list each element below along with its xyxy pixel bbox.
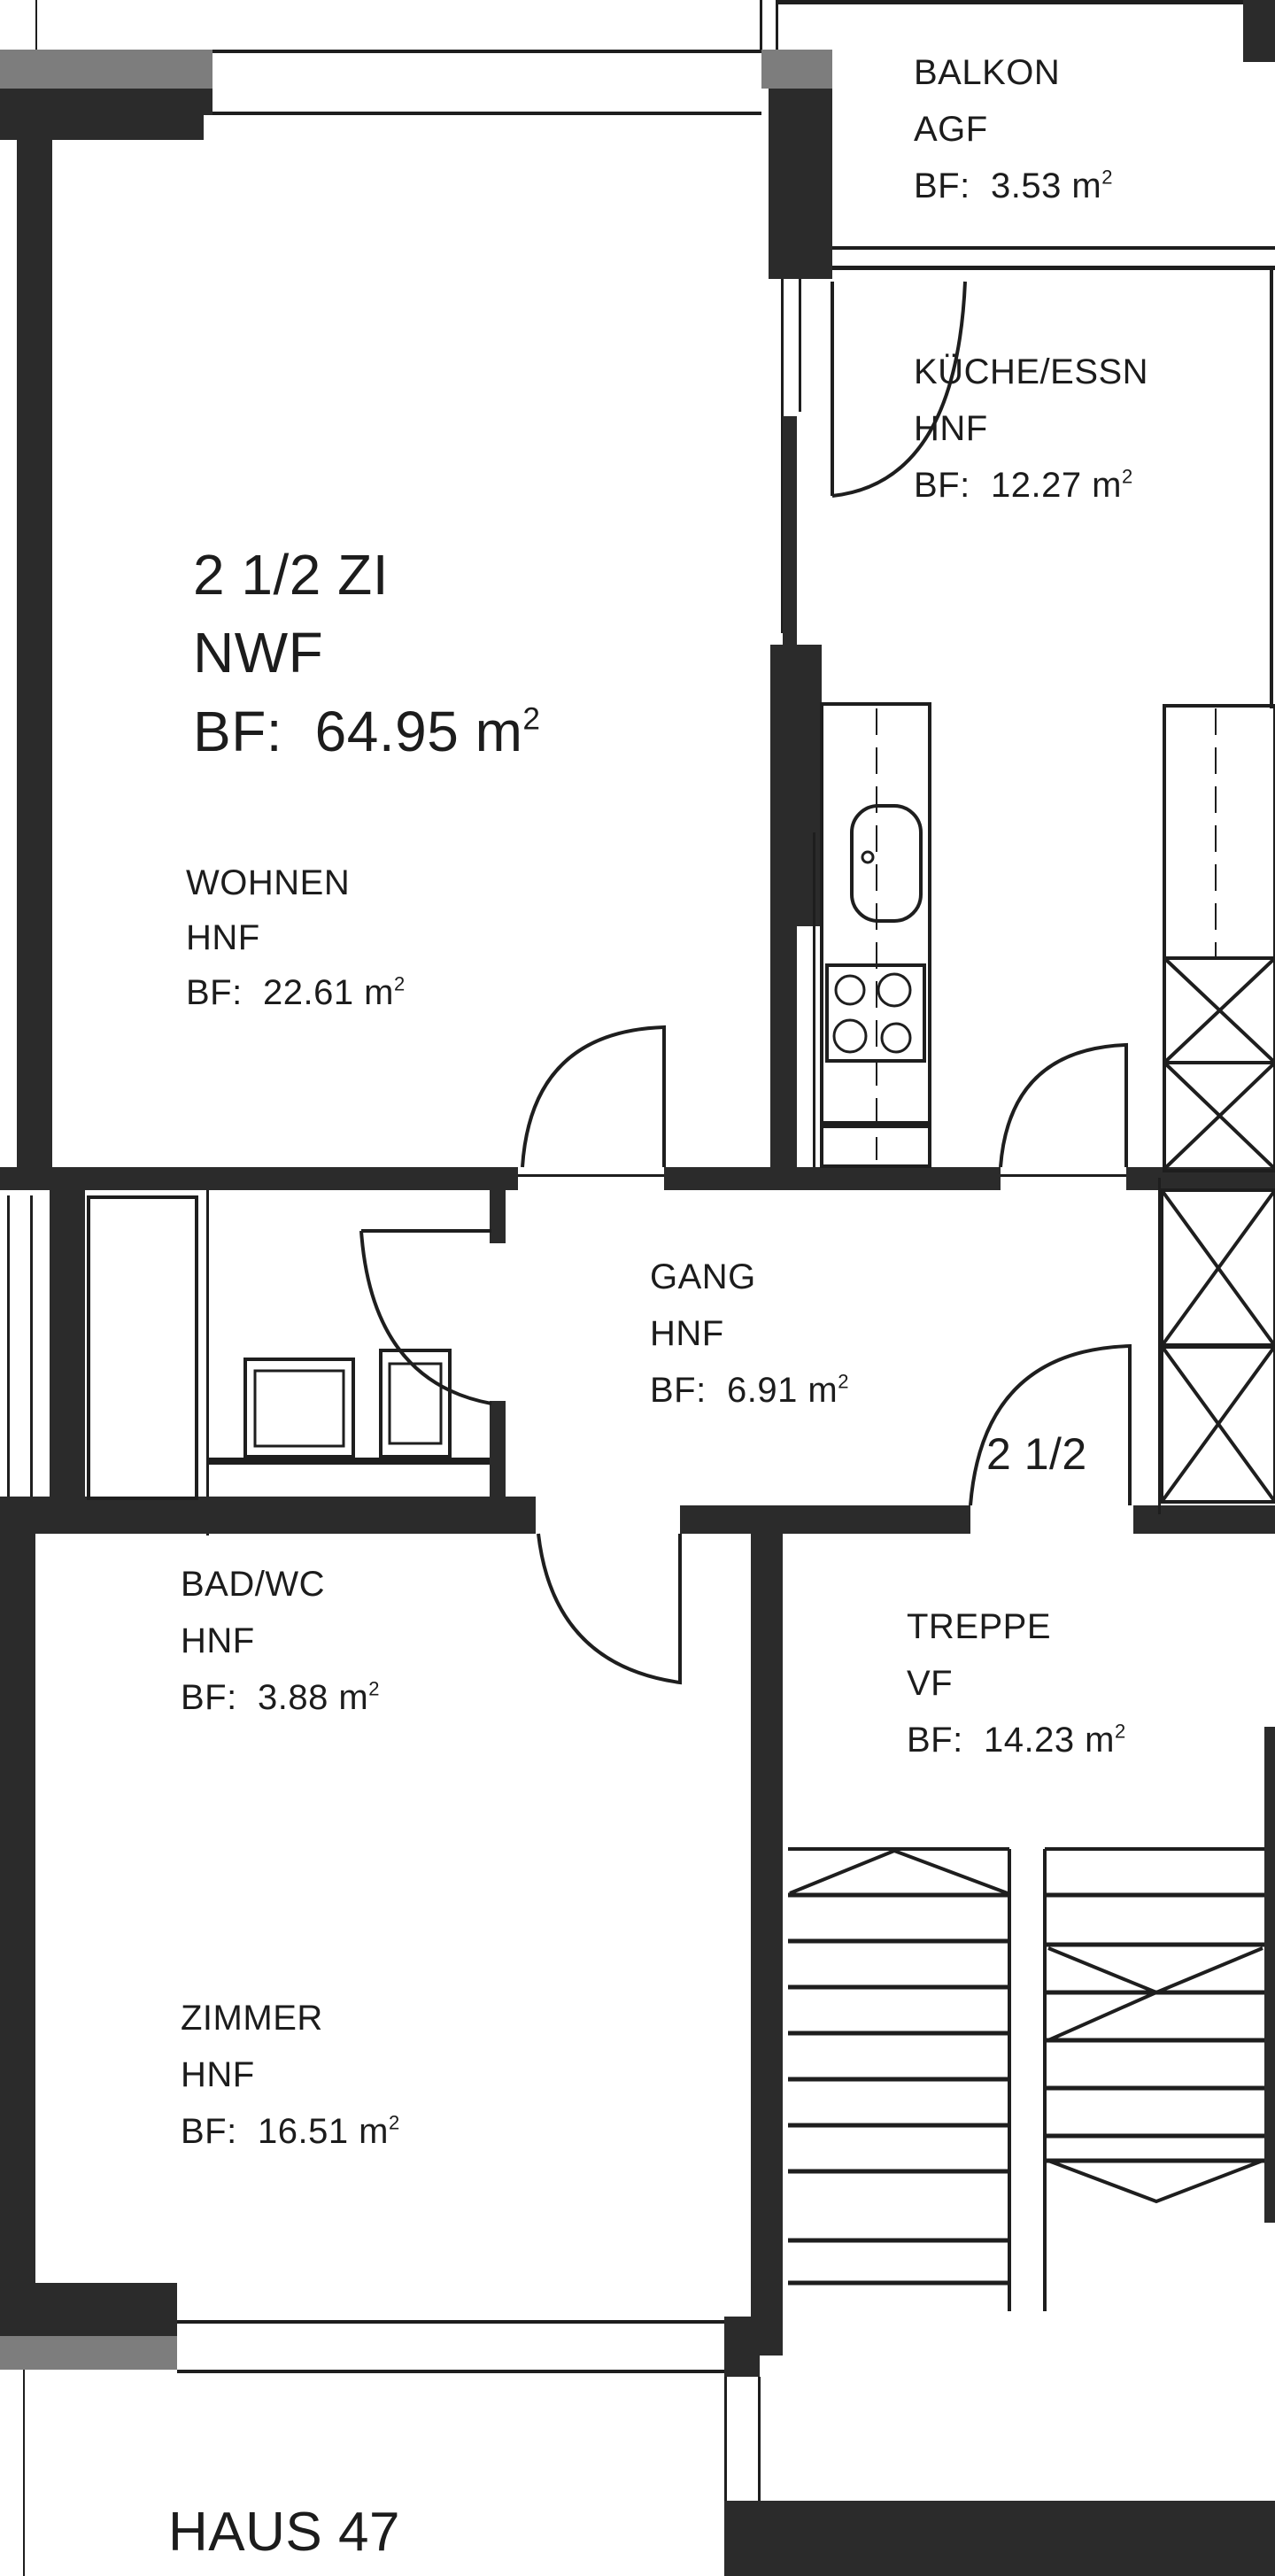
bath-window-line-1: [7, 1195, 10, 1497]
room-label-wohnen: WOHNEN HNF BF: 22.61 m2: [186, 863, 406, 1012]
balcony-top-right-post: [1243, 0, 1275, 62]
door-kitchen-icon: [999, 1042, 1128, 1168]
wall-section-top-center: [761, 50, 832, 89]
wall-right-lower: [1264, 1727, 1275, 2223]
wall-corridor-bottom-mid: [680, 1505, 970, 1534]
room-label-gang: GANG HNF BF: 6.91 m2: [650, 1257, 850, 1410]
wall-corridor-bottom-right: [1133, 1505, 1275, 1534]
room-label-balkon: BALKON AGF BF: 3.53 m2: [914, 53, 1114, 205]
bath-inner-line: [206, 1190, 209, 1536]
door-unit-label: 2 1/2: [986, 1429, 1087, 1479]
wall-top-center: [769, 89, 832, 279]
stairs-icon: [788, 1847, 1264, 2311]
door-zimmer-icon: [537, 1533, 682, 1685]
wall-bottom-right-block: [724, 2501, 1275, 2576]
door-entrance-icon: [969, 1343, 1132, 1506]
wall-bath-left: [50, 1167, 85, 1532]
wall-left-lower: [0, 1532, 35, 2294]
window-bottom-line-1: [177, 2320, 726, 2324]
wall-section-bottom-left: [0, 2336, 177, 2370]
unit-type: NWF: [193, 621, 324, 685]
kitchen-cabinet-right: [1163, 704, 1275, 960]
unit-area: BF: 64.95 m2: [193, 699, 541, 763]
building-label: HAUS 47: [168, 2502, 400, 2563]
window-bottom-line-2: [177, 2370, 726, 2373]
room-label-bad: BAD/WC HNF BF: 3.88 m2: [181, 1565, 381, 1717]
washbasin-icon: [243, 1358, 355, 1458]
unit-title: 2 1/2 ZI: [193, 543, 389, 607]
room-label-treppe: TREPPE VF BF: 14.23 m2: [907, 1607, 1126, 1760]
wall-bottom-center-post: [724, 2317, 760, 2377]
corridor-door-line-1: [518, 1174, 664, 1177]
wall-bath-right: [490, 1190, 506, 1243]
sink-icon: [850, 804, 923, 923]
unit-summary-label: 2 1/2 ZI NWF BF: 64.95 m2: [193, 536, 540, 770]
balcony-left-line: [760, 0, 762, 50]
bathtub-icon: [87, 1195, 198, 1500]
wardrobe-line: [1158, 1178, 1161, 1514]
room-label-zimmer: ZIMMER HNF BF: 16.51 m2: [181, 1999, 400, 2151]
bottom-vertical-2: [758, 2377, 761, 2501]
kitchen-counter-left: [820, 702, 931, 1168]
balcony-bottom-line-2: [832, 266, 1275, 270]
bottom-vertical-1: [724, 2377, 727, 2576]
door-wohnen-icon: [521, 1025, 666, 1168]
wall-bottom-left-post: [0, 2283, 177, 2336]
room-label-kueche: KÜCHE/ESSN HNF BF: 12.27 m2: [914, 352, 1149, 505]
corridor-door-line-2: [1001, 1174, 1126, 1177]
wall-section-top-left: [0, 50, 212, 89]
wall-corridor-top-mid: [664, 1167, 1001, 1190]
window-top-line-2: [212, 112, 761, 115]
wall-left-exterior: [17, 140, 52, 1170]
door-kitchen-balcony-icon: [831, 281, 967, 498]
stove-icon: [825, 963, 926, 1063]
wall-center-thin: [783, 416, 797, 646]
wall-left-thin: [35, 0, 37, 50]
balcony-left-line-2: [776, 0, 778, 50]
balcony-bottom-line-1: [832, 246, 1275, 250]
wall-top-left-stub: [0, 89, 204, 140]
kitchen-right-line: [1270, 266, 1273, 708]
wall-center-lower: [770, 921, 797, 1170]
wall-corridor-top-left: [0, 1167, 518, 1190]
glass-wall-2: [799, 279, 801, 412]
balcony-top-line: [776, 0, 1271, 4]
bath-window-line-2: [30, 1195, 33, 1497]
wall-center-line: [813, 832, 815, 1170]
bottom-left-thin: [23, 2370, 25, 2576]
window-top-line-1: [212, 50, 761, 53]
wall-zimmer-treppe: [751, 1532, 783, 2356]
toilet-icon: [379, 1349, 452, 1458]
wall-corridor-bottom-left: [0, 1497, 536, 1534]
glass-wall-1: [781, 279, 784, 633]
